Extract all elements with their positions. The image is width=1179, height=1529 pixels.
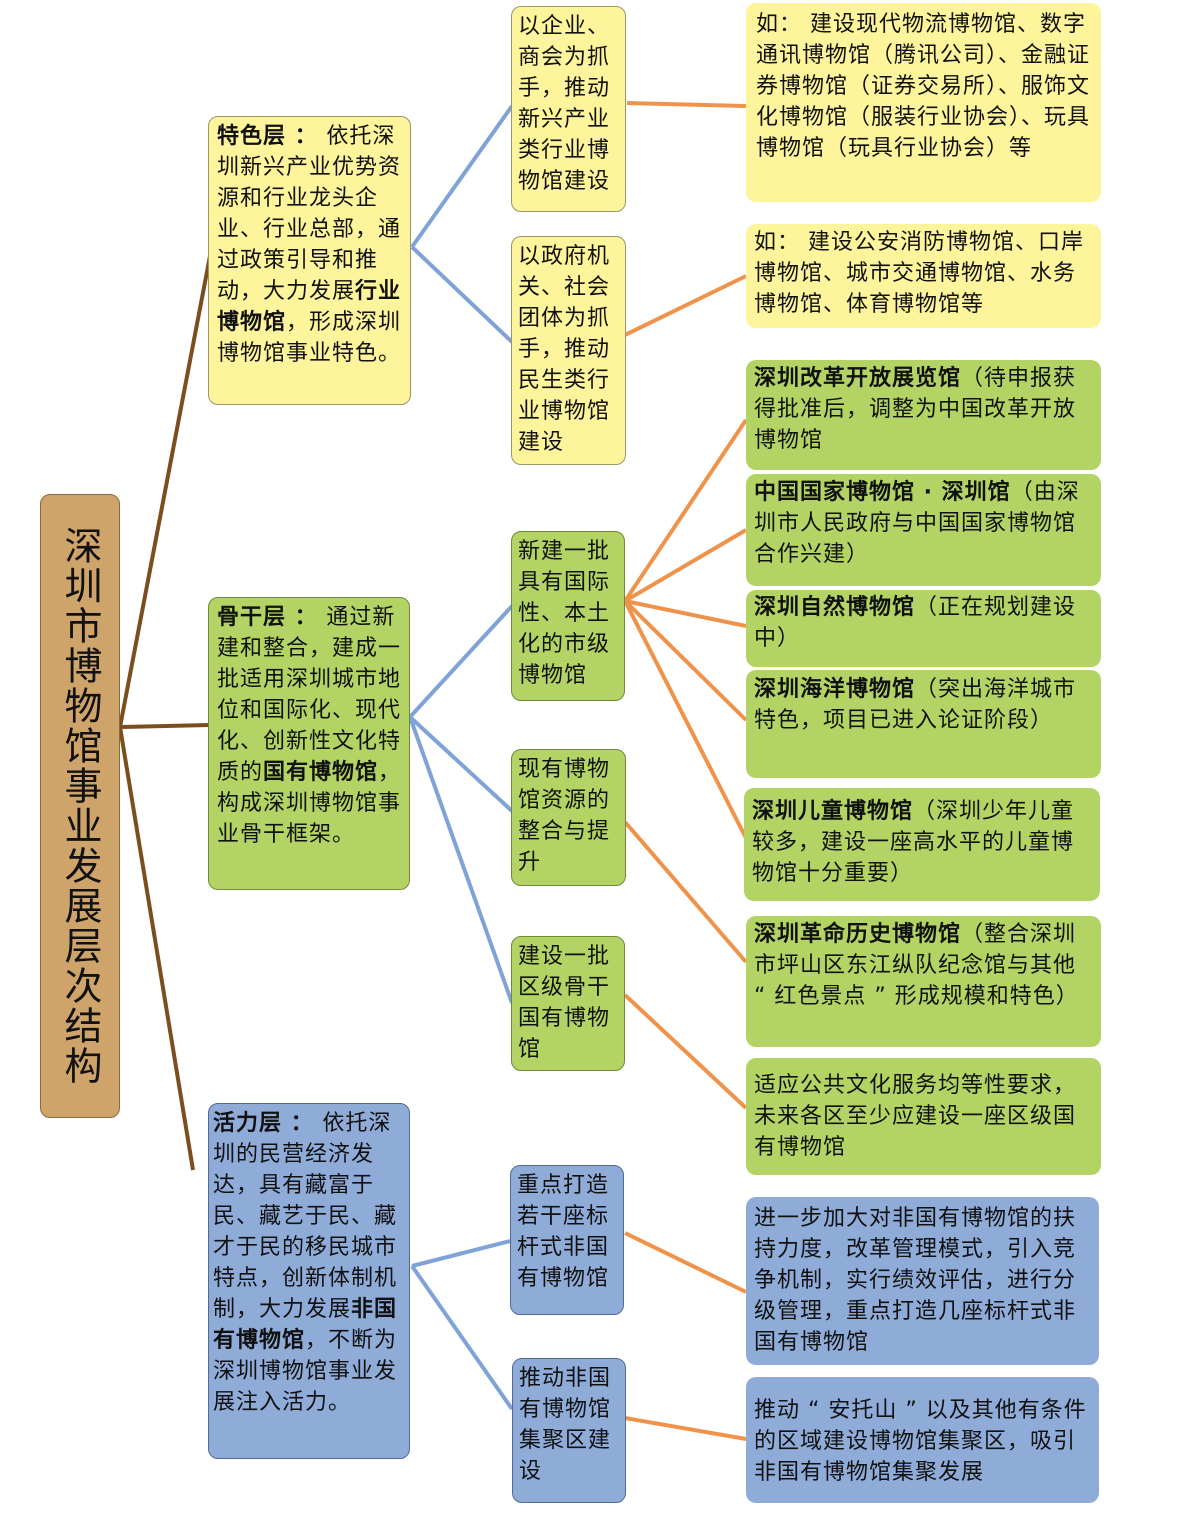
example-natural-history-museum: 深圳自然博物馆（正在规划建设中）	[746, 590, 1101, 667]
example-revolution-history-museum: 深圳革命历史博物馆（整合深圳市坪山区东江纵队纪念馆与其他 “ 红色景点 ” 形成…	[746, 916, 1101, 1047]
layer-label: 骨干层	[217, 605, 287, 630]
strategy-new-city-museums: 新建一批具有国际性、本土化的市级博物馆	[511, 531, 625, 701]
example-reform-opening-hall: 深圳改革开放展览馆（待申报获得批准后，调整为中国改革开放博物馆	[746, 360, 1101, 470]
example-ocean-museum: 深圳海洋博物馆（突出海洋城市特色，项目已进入论证阶段）	[746, 670, 1101, 778]
layer-vitality: 活力层 ： 依托深圳的民营经济发达，具有藏富于民、藏艺于民、藏才于民的移民城市特…	[208, 1103, 410, 1459]
strategy-government: 以政府机关、社会团体为抓手，推动民生类行业博物馆建设	[511, 236, 626, 465]
layer-label: 活力层	[213, 1111, 283, 1136]
strategy-cluster-zone: 推动非国有博物馆集聚区建设	[512, 1358, 626, 1503]
example-district-requirement: 适应公共文化服务均等性要求，未来各区至少应建设一座区级国有博物馆	[746, 1058, 1101, 1175]
strategy-enterprise: 以企业、商会为抓手，推动新兴产业类行业博物馆建设	[511, 6, 626, 212]
example-antuoshan-cluster: 推动 “ 安托山 ” 以及其他有条件的区域建设博物馆集聚区，吸引非国有博物馆集聚…	[746, 1377, 1099, 1503]
example-industry-museums: 如： 建设现代物流博物馆、数字通讯博物馆（腾讯公司）、金融证券博物馆（证券交易所…	[746, 3, 1101, 202]
layer-connectors	[408, 104, 514, 1411]
layer-backbone: 骨干层 ： 通过新建和整合，建成一批适用深圳城市地位和国际化、现代化、创新性文化…	[208, 597, 410, 890]
layer-specialty: 特色层 ： 依托深圳新兴产业优势资源和行业龙头企业、行业总部，通过政策引导和推动…	[208, 116, 411, 405]
layer-highlight: 国有博物馆	[263, 760, 379, 785]
root-node: 深圳市博物馆事业发展层次结构	[40, 494, 120, 1118]
layer-label: 特色层	[217, 124, 287, 149]
layer-highlight: 非国有博物馆	[213, 1297, 398, 1353]
example-private-support: 进一步加大对非国有博物馆的扶持力度，改革管理模式，引入竞争机制，实行绩效评估，进…	[746, 1197, 1099, 1365]
strategy-integrate-existing: 现有博物馆资源的整合与提升	[511, 749, 626, 886]
layer-highlight: 行业博物馆	[217, 279, 402, 335]
root-connectors	[118, 255, 212, 1171]
strategy-benchmark-private: 重点打造若干座标杆式非国有博物馆	[510, 1165, 624, 1315]
example-childrens-museum: 深圳儿童博物馆（深圳少年儿童较多，建设一座高水平的儿童博物馆十分重要）	[744, 788, 1100, 901]
strategy-connectors	[623, 101, 748, 1441]
example-national-museum-shenzhen: 中国国家博物馆 · 深圳馆（由深圳市人民政府与中国国家博物馆合作兴建）	[746, 474, 1101, 586]
root-title: 深圳市博物馆事业发展层次结构	[58, 526, 102, 1086]
example-livelihood-museums: 如： 建设公安消防博物馆、口岸博物馆、城市交通博物馆、水务博物馆、体育博物馆等	[746, 224, 1101, 328]
strategy-district-museums: 建设一批区级骨干国有博物馆	[511, 936, 625, 1071]
